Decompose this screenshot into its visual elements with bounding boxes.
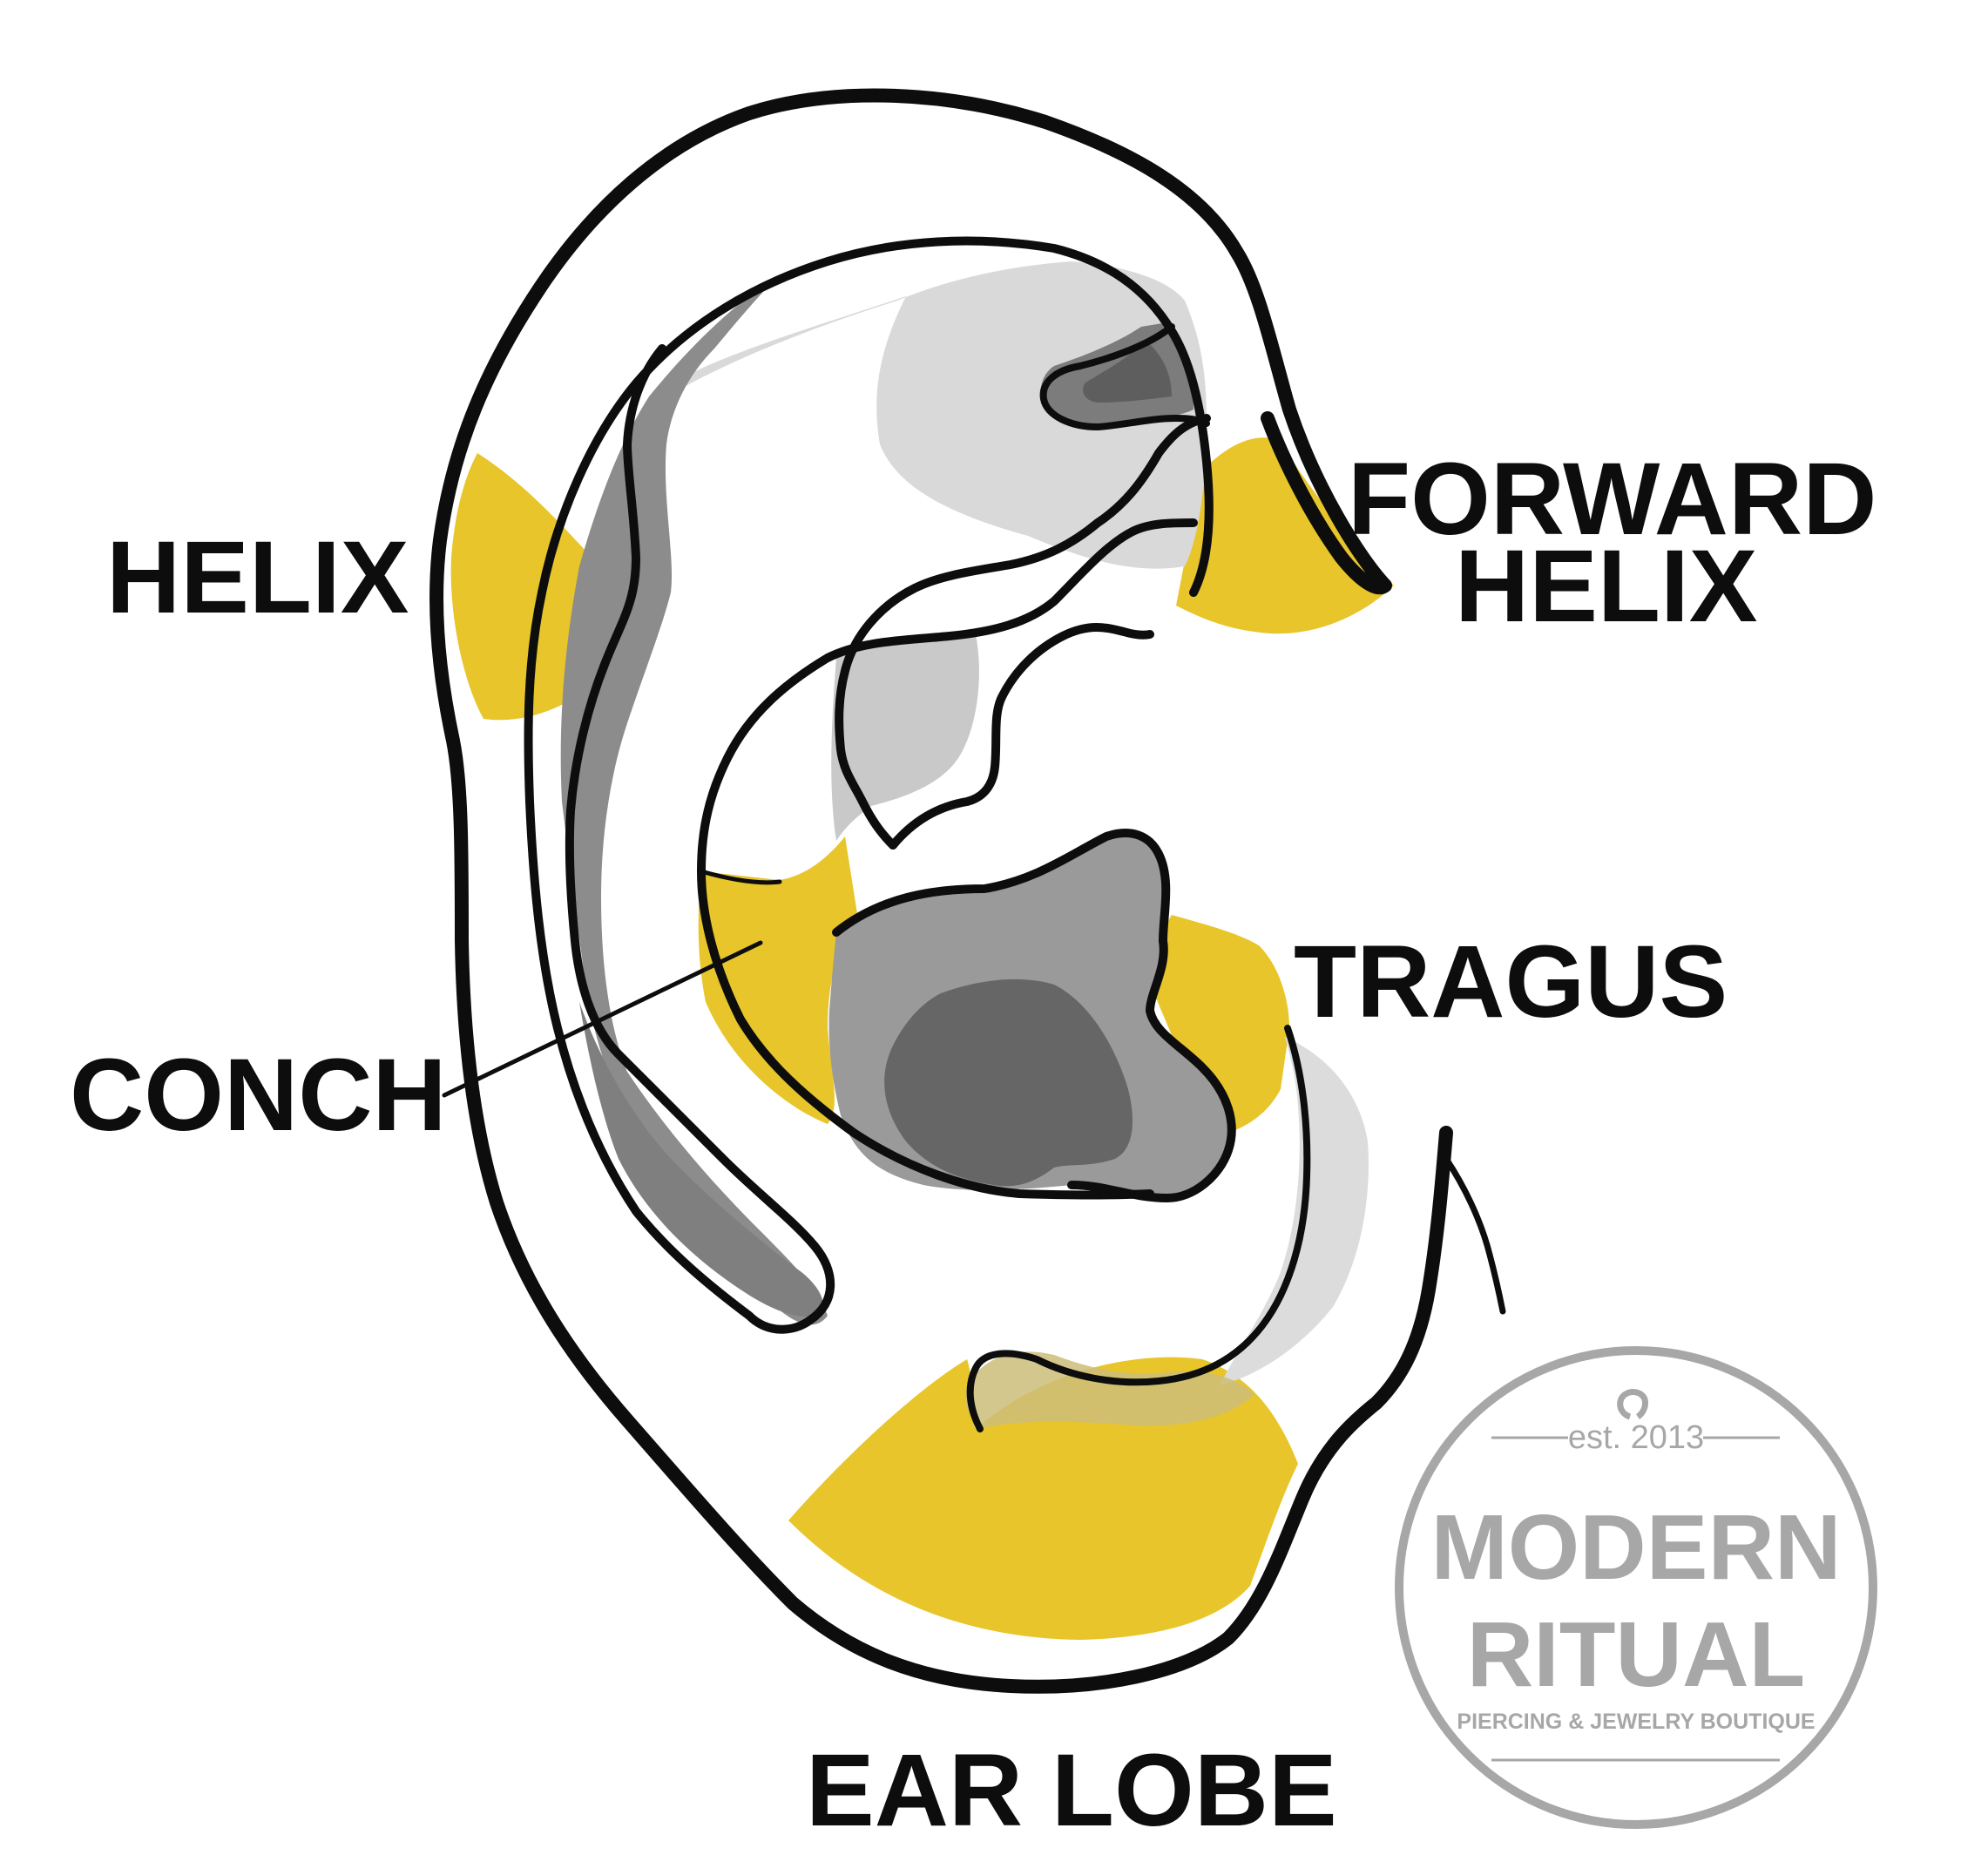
tragus-label: TRAGUS xyxy=(1294,924,1728,1039)
logo-tagline: PIERCING & JEWELRY BOUTIQUE xyxy=(1457,1710,1815,1734)
triangular-fossa-deep xyxy=(1083,344,1172,403)
antitragus-light-shade xyxy=(1220,1037,1369,1385)
helix-label: HELIX xyxy=(106,520,409,635)
helix-rim-dark-shade xyxy=(560,274,828,1325)
outer-helix-outline xyxy=(429,88,1453,1694)
triangular-fossa-outline xyxy=(1039,323,1210,430)
modern-ritual-logo: est. 2013 MODERN RITUAL PIERCING & JEWEL… xyxy=(1395,1346,1877,1829)
scapha-light-shade xyxy=(645,261,1207,569)
logo-ring xyxy=(1395,1346,1877,1829)
logo-est: est. 2013 xyxy=(1568,1419,1704,1456)
logo-line1: MODERN xyxy=(1430,1496,1841,1599)
ear-lobe-zone xyxy=(788,1357,1298,1640)
conch-zone xyxy=(698,836,858,1124)
lobe-fold-shade xyxy=(965,1351,1254,1429)
ear-lobe-label: EAR LOBE xyxy=(806,1733,1337,1848)
concha-bowl-outline xyxy=(832,829,1236,1202)
ear-outlines xyxy=(429,88,1506,1694)
forward-helix-label-line2: HELIX xyxy=(1455,529,1758,644)
ear-shading xyxy=(560,261,1369,1429)
crus-outline xyxy=(889,623,1154,850)
forward-helix-zone xyxy=(1176,437,1394,634)
helix-zone xyxy=(450,453,592,721)
anatomy-labels: HELIX FORWARD HELIX TRAGUS CONCH EAR LOB… xyxy=(70,442,1876,1848)
antihelix-light-shade xyxy=(831,633,979,841)
conch-zone-divider xyxy=(699,869,782,885)
conch-label: CONCH xyxy=(70,1038,447,1153)
earlobe-hook-outline xyxy=(1443,1155,1506,1315)
antihelix-outline xyxy=(697,518,1198,1200)
ear-canal-dark xyxy=(884,978,1133,1187)
helix-tail-shade xyxy=(579,1002,823,1317)
logo-line2: RITUAL xyxy=(1467,1603,1806,1706)
conch-leader-line xyxy=(442,940,763,1098)
ring-icon xyxy=(1617,1389,1648,1420)
forward-helix-label-line1: FORWARD xyxy=(1348,442,1876,557)
antihelix-inner-outline xyxy=(835,414,1211,850)
inner-helix-outline xyxy=(524,236,1214,1334)
antitragus-outline xyxy=(966,1025,1311,1432)
